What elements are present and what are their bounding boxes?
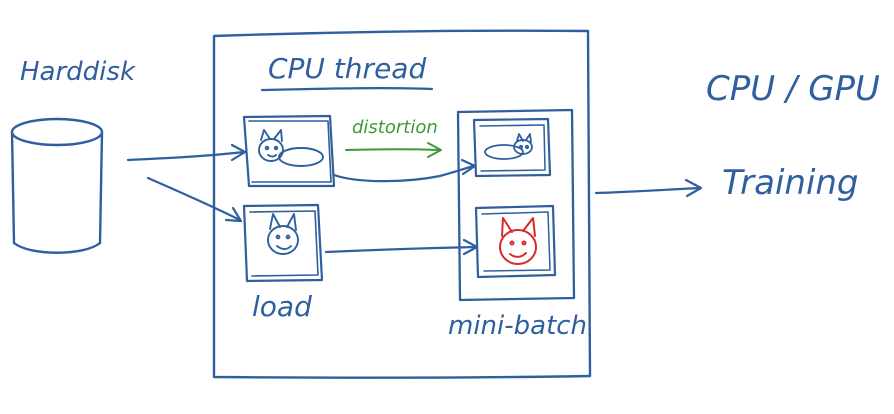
arrow-batch-to-training [594, 178, 703, 198]
arrow-disk-to-image1 [126, 143, 247, 162]
load-label: load [252, 290, 312, 323]
cat-sketch-icon [267, 213, 299, 255]
cat-sketch-icon [258, 129, 324, 167]
cat-sketch-icon [499, 217, 537, 265]
image-frame-1 [242, 114, 336, 188]
batch-image-frame-2 [474, 204, 557, 279]
distortion-label: distortion [352, 117, 438, 138]
cpu-thread-label: CPU thread [268, 52, 426, 85]
mini-batch-box [456, 108, 576, 302]
arrow-distortion [345, 142, 442, 158]
cpu-thread-underline [260, 87, 434, 92]
cat-sketch-icon [484, 133, 533, 160]
arrow-disk-to-image2 [146, 176, 243, 223]
harddisk-label: Harddisk [20, 57, 136, 87]
cylinder-icon [10, 117, 104, 254]
mini-batch-label: mini-batch [448, 311, 587, 341]
batch-image-frame-1 [472, 117, 552, 178]
cpu-thread-box [212, 29, 592, 379]
arrow-image2-to-batch [324, 238, 479, 256]
training-label: Training [722, 163, 859, 203]
image-frame-2 [242, 203, 324, 283]
cpu-gpu-label: CPU / GPU [706, 69, 880, 109]
arrow-image1-to-batch [332, 158, 477, 183]
